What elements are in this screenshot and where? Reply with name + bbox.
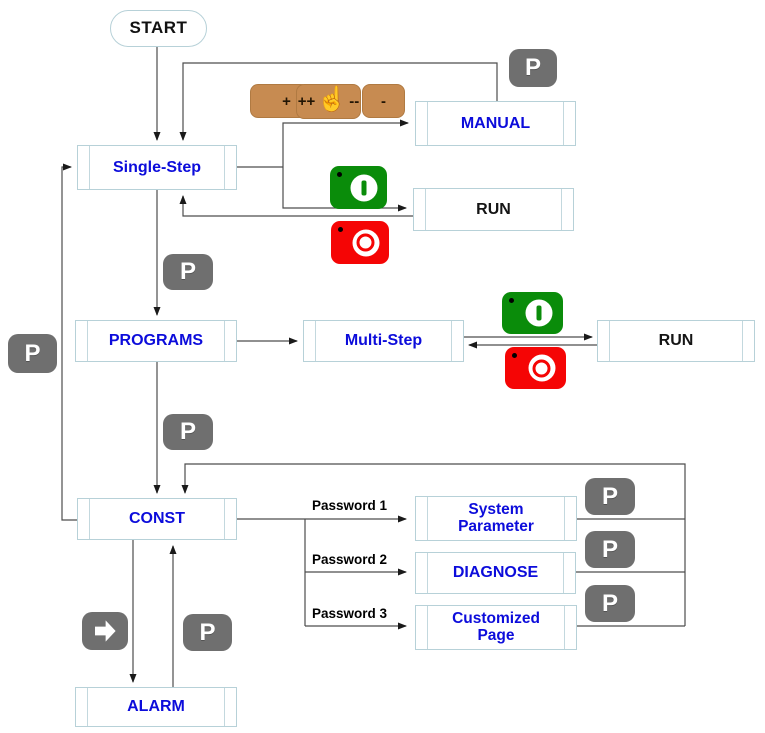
- p-key-label: P: [24, 339, 41, 367]
- node-diagnose-label: DIAGNOSE: [452, 564, 539, 582]
- node-customized-page: Customized Page: [415, 605, 577, 650]
- password3-label: Password 3: [312, 606, 388, 621]
- p-key-label: P: [199, 618, 216, 646]
- plus-key-label: +: [282, 92, 291, 110]
- p-key-alarm-return: P: [183, 614, 232, 651]
- p-key-label: P: [179, 418, 196, 445]
- p-key-label: P: [601, 535, 618, 563]
- power-on-icon: [350, 174, 378, 201]
- stop-icon: [352, 229, 380, 256]
- p-key-label: P: [179, 258, 196, 285]
- node-start-label: START: [129, 18, 188, 38]
- p-key-customized-page: P: [585, 585, 635, 622]
- indicator-dot: [509, 298, 514, 303]
- password1-label: Password 1: [312, 498, 388, 513]
- connector-bus-to-const: [181, 463, 686, 626]
- node-single-step: Single-Step: [77, 145, 237, 190]
- arrow-key-to-alarm: [82, 612, 128, 650]
- node-programs-label: PROGRAMS: [108, 332, 204, 350]
- right-arrow-icon: [95, 620, 116, 642]
- indicator-dot: [338, 227, 343, 232]
- node-programs: PROGRAMS: [75, 320, 237, 362]
- minus-minus-label: --: [349, 93, 360, 110]
- node-start: START: [110, 10, 207, 47]
- minus-key-label: -: [381, 92, 386, 110]
- connector-const-p-to-single-step: [61, 163, 77, 521]
- p-key-manual: P: [509, 49, 557, 87]
- node-customized-page-label: Customized Page: [452, 609, 540, 644]
- node-const: CONST: [77, 498, 237, 540]
- start-key-single: [330, 166, 387, 209]
- password2-label: Password 2: [312, 552, 388, 567]
- node-run-multi: RUN: [597, 320, 755, 362]
- jog-hand-key: ++ ☝ --: [296, 84, 361, 119]
- p-key-single-step-to-programs: P: [163, 254, 213, 290]
- node-alarm: ALARM: [75, 687, 237, 727]
- plus-plus-label: ++: [297, 93, 316, 110]
- p-key-diagnose: P: [585, 531, 635, 568]
- node-run-multi-label: RUN: [658, 332, 694, 350]
- node-manual-label: MANUAL: [460, 114, 531, 132]
- node-system-parameter-label: System Parameter: [458, 500, 534, 535]
- p-key-programs-to-const: P: [163, 414, 213, 450]
- connector-run-return: [179, 195, 413, 217]
- node-multi-step-label: Multi-Step: [344, 332, 423, 350]
- node-run-single-label: RUN: [476, 200, 511, 218]
- stop-icon: [528, 354, 556, 382]
- p-key-label: P: [601, 589, 618, 617]
- p-key-label: P: [601, 482, 618, 510]
- connector-to-manual: [282, 119, 409, 167]
- stop-key-multi: [505, 347, 566, 389]
- connector-manual-p-return: [179, 62, 498, 141]
- node-const-label: CONST: [129, 510, 185, 528]
- p-key-label: P: [524, 54, 541, 81]
- stop-key-single: [331, 221, 389, 264]
- hand-icon: ☝: [317, 85, 348, 113]
- power-on-icon: [525, 299, 553, 327]
- indicator-dot: [512, 353, 517, 358]
- p-key-system-parameter: P: [585, 478, 635, 515]
- node-alarm-label: ALARM: [127, 698, 185, 716]
- node-system-parameter: System Parameter: [415, 496, 577, 541]
- start-key-multi: [502, 292, 563, 334]
- node-single-step-label: Single-Step: [112, 158, 201, 176]
- node-diagnose: DIAGNOSE: [415, 552, 576, 594]
- node-run-single: RUN: [413, 188, 574, 231]
- p-key-const-to-single-step: P: [8, 334, 57, 373]
- node-multi-step: Multi-Step: [303, 320, 464, 362]
- minus-key: -: [362, 84, 405, 118]
- indicator-dot: [337, 172, 342, 177]
- node-manual: MANUAL: [415, 101, 576, 146]
